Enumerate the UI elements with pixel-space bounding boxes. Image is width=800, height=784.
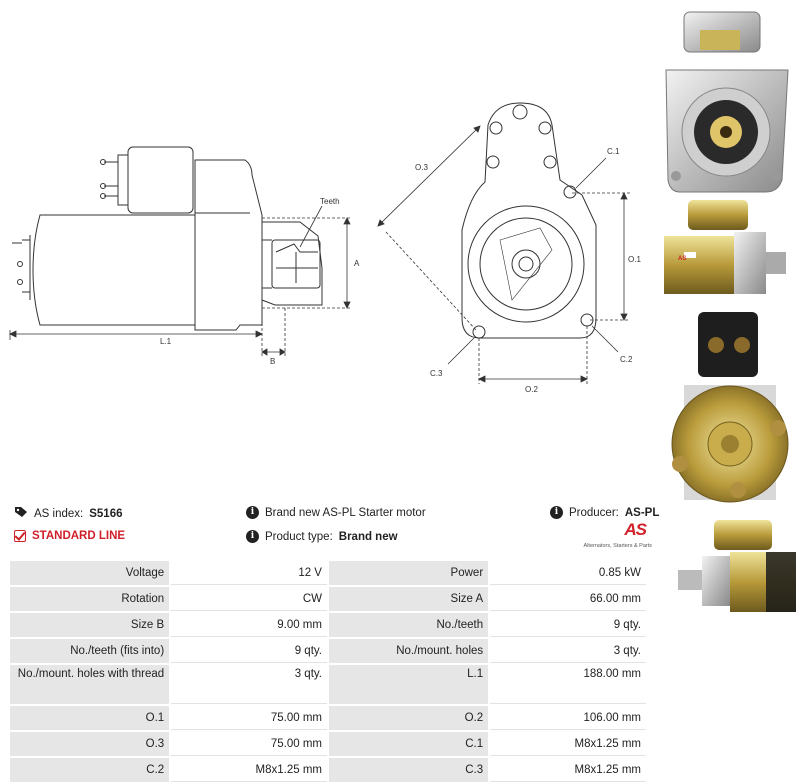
- producer: i Producer: AS-PL: [550, 506, 659, 519]
- front-view-outline: [461, 102, 597, 339]
- c1-label: C.1: [607, 147, 620, 156]
- spec-value: 0.85 kW: [490, 561, 646, 585]
- info-icon: i: [246, 506, 259, 519]
- spec-label: No./mount. holes: [328, 639, 489, 663]
- photo-side-view-2: [678, 520, 796, 612]
- table-row: O.3 75.00 mm C.1 M8x1.25 mm: [10, 732, 646, 756]
- spec-value: 188.00 mm: [490, 665, 646, 704]
- table-row: Size B 9.00 mm No./teeth 9 qty.: [10, 613, 646, 637]
- as-index: AS index: S5166: [14, 506, 123, 521]
- table-row: Voltage 12 V Power 0.85 kW: [10, 561, 646, 585]
- spec-label: Size A: [328, 587, 489, 611]
- spec-value: 9.00 mm: [171, 613, 327, 637]
- logo-subtext: Alternators, Starters & Parts: [583, 543, 652, 549]
- as-index-label: AS index:: [34, 507, 84, 520]
- spec-value: 9 qty.: [490, 613, 646, 637]
- standard-line-text: STANDARD LINE: [32, 530, 126, 542]
- product-type-label: Product type:: [265, 530, 333, 543]
- c3-label: C.3: [430, 369, 443, 378]
- spec-label: Voltage: [10, 561, 170, 585]
- specifications-table: Voltage 12 V Power 0.85 kW Rotation CW S…: [8, 559, 648, 784]
- spec-label: O.2: [328, 706, 489, 730]
- spec-value: M8x1.25 mm: [490, 732, 646, 756]
- as-pl-logo: AS Alternators, Starters & Parts: [583, 520, 652, 554]
- spec-label: O.1: [10, 706, 170, 730]
- product-photos: AS: [664, 11, 796, 612]
- spec-label: No./teeth (fits into): [10, 639, 170, 663]
- size-b-label: B: [270, 357, 275, 366]
- spec-value: 75.00 mm: [171, 732, 327, 756]
- o2-label: O.2: [525, 385, 538, 394]
- spec-value: CW: [171, 587, 327, 611]
- table-row: No./teeth (fits into) 9 qty. No./mount. …: [10, 639, 646, 663]
- solenoid-outline: [100, 146, 194, 214]
- checkbox-checked-icon: [14, 530, 26, 542]
- spec-label: Power: [328, 561, 489, 585]
- spec-value: M8x1.25 mm: [490, 758, 646, 782]
- tag-icon: [14, 506, 28, 521]
- info-icon: i: [550, 506, 563, 519]
- photo-front-view: [665, 11, 789, 193]
- table-row: No./mount. holes with thread 3 qty. L.1 …: [10, 665, 646, 704]
- spec-label: C.2: [10, 758, 170, 782]
- spec-value: 3 qty.: [490, 639, 646, 663]
- technical-drawing: Teeth A L.1 B O.3 O.1 O.2 C.1: [9, 102, 641, 394]
- product-type-value: Brand new: [338, 530, 398, 543]
- photo-rear-view: [671, 312, 789, 503]
- motor-body-outline: [12, 214, 196, 326]
- spec-value: M8x1.25 mm: [171, 758, 327, 782]
- spec-value: 12 V: [171, 561, 327, 585]
- spec-label: Size B: [10, 613, 170, 637]
- spec-label: Rotation: [10, 587, 170, 611]
- spec-label: C.1: [328, 732, 489, 756]
- c2-label: C.2: [620, 355, 633, 364]
- table-row: C.2 M8x1.25 mm C.3 M8x1.25 mm: [10, 758, 646, 782]
- teeth-label: Teeth: [320, 197, 340, 206]
- spec-value: 9 qty.: [171, 639, 327, 663]
- o1-label: O.1: [628, 255, 641, 264]
- description: i Brand new AS-PL Starter motor: [246, 506, 426, 519]
- spec-label: No./mount. holes with thread: [10, 665, 170, 704]
- description-text: Brand new AS-PL Starter motor: [265, 506, 426, 519]
- spec-label: No./teeth: [328, 613, 489, 637]
- size-a-label: A: [354, 259, 360, 268]
- product-type: i Product type: Brand new: [246, 530, 398, 543]
- spec-label: L.1: [328, 665, 489, 704]
- producer-label: Producer:: [569, 506, 619, 519]
- photo-side-view: AS: [664, 200, 786, 294]
- table-row: Rotation CW Size A 66.00 mm: [10, 587, 646, 611]
- spec-label: O.3: [10, 732, 170, 756]
- standard-line: STANDARD LINE: [14, 530, 125, 542]
- table-row: O.1 75.00 mm O.2 106.00 mm: [10, 706, 646, 730]
- logo-mark: AS: [624, 520, 647, 539]
- producer-value: AS-PL: [624, 506, 660, 519]
- l1-label: L.1: [160, 337, 172, 346]
- spec-value: 106.00 mm: [490, 706, 646, 730]
- o3-label: O.3: [415, 163, 428, 172]
- as-index-value: S5166: [89, 507, 123, 520]
- drive-housing-outline: [194, 159, 323, 331]
- info-icon: i: [246, 530, 259, 543]
- spec-value: 75.00 mm: [171, 706, 327, 730]
- spec-label: C.3: [328, 758, 489, 782]
- spec-value: 3 qty.: [171, 665, 327, 704]
- svg-text:AS: AS: [678, 256, 686, 262]
- spec-value: 66.00 mm: [490, 587, 646, 611]
